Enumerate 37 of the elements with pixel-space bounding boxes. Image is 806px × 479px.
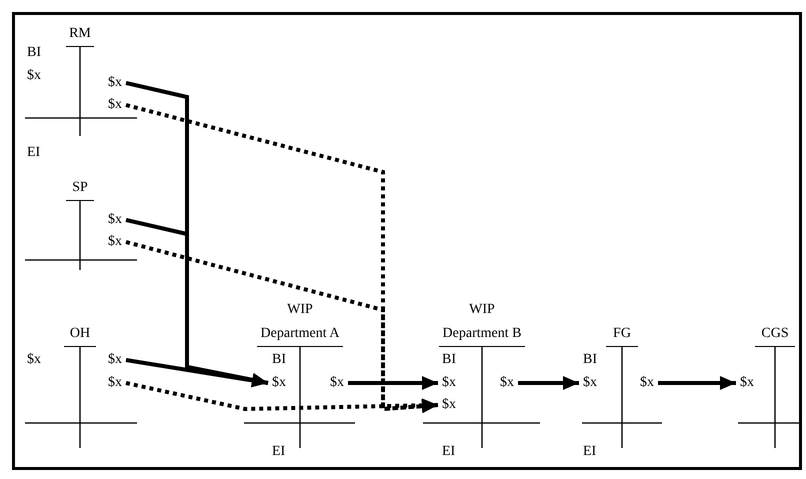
row-label: EI [442,444,456,460]
account-title: FG [606,322,638,347]
amount: $x [442,397,456,413]
amount: $x [108,352,122,368]
amount: $x [740,375,754,391]
amount: $x [272,375,286,391]
amount: $x [330,375,344,391]
amount: $x [442,375,456,391]
account-title: RM [66,22,94,47]
account-title: OH [64,322,96,347]
arrow [518,376,579,390]
amount: $x [640,375,654,391]
arrow [348,376,438,390]
amount: $x [27,352,41,368]
account-title: WIP Department A [257,298,343,347]
amount: $x [500,375,514,391]
row-label: BI [442,352,456,368]
amount: $x [108,375,122,391]
row-label: EI [272,444,286,460]
amount: $x [583,375,597,391]
account-title: CGS [755,322,795,347]
arrow [126,358,268,388]
row-label: BI [583,352,597,368]
row-label: BI [272,352,286,368]
row-label: EI [27,145,40,161]
row-label: EI [583,444,596,460]
arrow [126,381,438,412]
arrow [658,376,736,390]
amount: $x [108,75,122,91]
arrow [126,218,268,387]
amount: $x [108,97,122,113]
account-title: WIP Department B [439,298,525,347]
account-title: SP [66,176,94,201]
amount: $x [27,68,41,84]
amount: $x [108,234,122,250]
amount: $x [108,212,122,228]
row-label: BI [27,45,41,61]
